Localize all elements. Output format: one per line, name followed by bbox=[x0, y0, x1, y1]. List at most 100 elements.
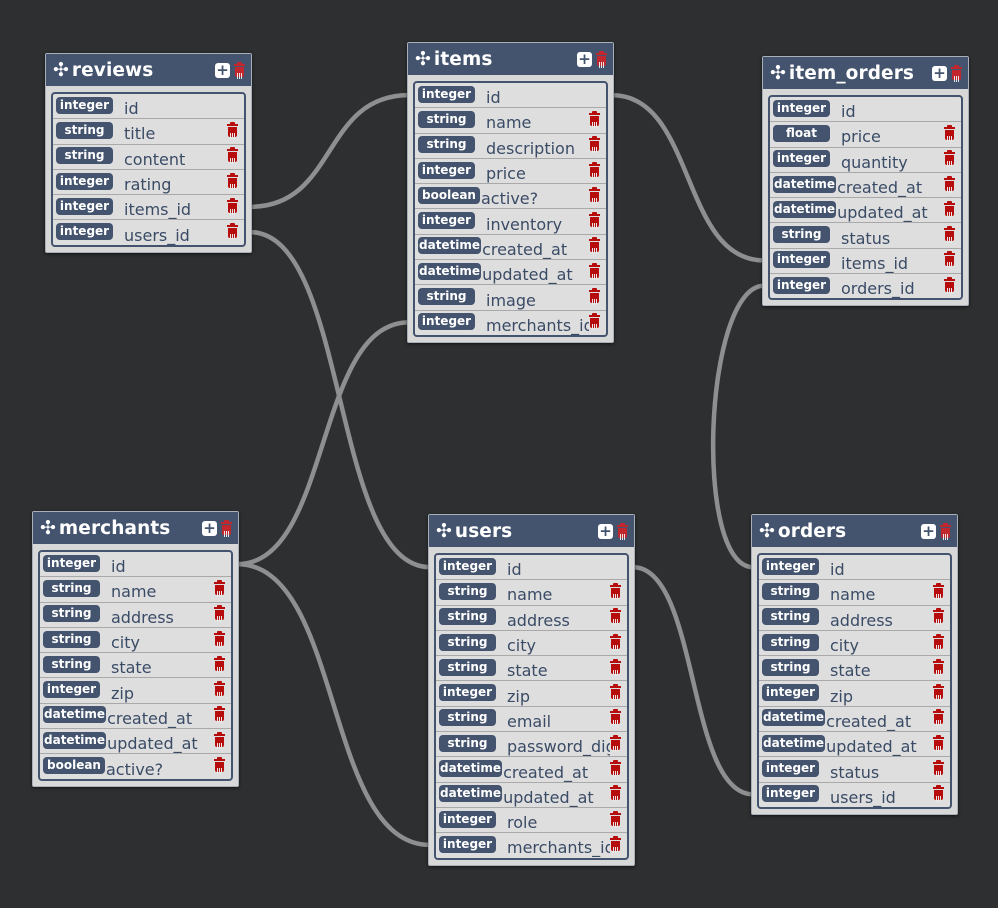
delete-field-icon[interactable] bbox=[214, 681, 225, 699]
delete-field-icon[interactable] bbox=[227, 172, 238, 190]
move-arrows-icon[interactable]: ✣ bbox=[759, 519, 775, 542]
delete-field-icon[interactable] bbox=[944, 124, 955, 142]
delete-field-icon[interactable] bbox=[214, 757, 225, 775]
delete-field-icon[interactable] bbox=[214, 630, 225, 648]
table-header[interactable]: ✣merchants+ bbox=[33, 512, 238, 544]
delete-field-icon[interactable] bbox=[610, 810, 621, 828]
move-arrows-icon[interactable]: ✣ bbox=[436, 519, 452, 542]
delete-field-icon[interactable] bbox=[214, 731, 225, 749]
delete-field-icon[interactable] bbox=[227, 197, 238, 215]
delete-field-icon[interactable] bbox=[610, 835, 621, 853]
delete-field-icon[interactable] bbox=[610, 785, 621, 803]
delete-field-icon[interactable] bbox=[610, 684, 621, 702]
move-arrows-icon[interactable]: ✣ bbox=[770, 61, 786, 84]
delete-field-icon[interactable] bbox=[214, 579, 225, 597]
delete-field-icon[interactable] bbox=[214, 706, 225, 724]
add-field-icon[interactable]: + bbox=[921, 521, 936, 540]
delete-table-icon[interactable] bbox=[596, 51, 607, 68]
delete-field-icon[interactable] bbox=[589, 161, 600, 179]
delete-field-icon[interactable] bbox=[933, 785, 944, 803]
add-field-icon[interactable]: + bbox=[598, 521, 613, 540]
delete-field-icon[interactable] bbox=[944, 276, 955, 294]
table-header[interactable]: ✣reviews+ bbox=[46, 54, 251, 86]
delete-field-icon[interactable] bbox=[610, 760, 621, 778]
add-field-icon[interactable]: + bbox=[932, 63, 947, 82]
delete-field-icon[interactable] bbox=[589, 262, 600, 280]
delete-field-icon[interactable] bbox=[933, 608, 944, 626]
delete-field-icon[interactable] bbox=[610, 582, 621, 600]
delete-table-icon[interactable] bbox=[951, 65, 962, 82]
delete-field-icon[interactable] bbox=[610, 734, 621, 752]
delete-field-icon[interactable] bbox=[933, 658, 944, 676]
delete-field-icon[interactable] bbox=[214, 655, 225, 673]
delete-field-icon[interactable] bbox=[227, 223, 238, 241]
table-header[interactable]: ✣users+ bbox=[429, 515, 634, 547]
delete-field-icon[interactable] bbox=[589, 212, 600, 230]
delete-field-icon[interactable] bbox=[589, 110, 600, 128]
delete-table-icon[interactable] bbox=[940, 523, 951, 540]
delete-field-icon[interactable] bbox=[610, 633, 621, 651]
delete-field-icon[interactable] bbox=[933, 709, 944, 727]
delete-field-icon[interactable] bbox=[589, 313, 600, 331]
delete-table-icon[interactable] bbox=[234, 62, 245, 79]
delete-field-icon[interactable] bbox=[933, 582, 944, 600]
delete-field-icon[interactable] bbox=[610, 709, 621, 727]
add-field-icon[interactable]: + bbox=[215, 60, 230, 79]
delete-field-icon[interactable] bbox=[933, 760, 944, 778]
table-header[interactable]: ✣items+ bbox=[408, 43, 613, 75]
delete-field-icon[interactable] bbox=[933, 684, 944, 702]
delete-field-icon[interactable] bbox=[944, 150, 955, 168]
delete-field-icon[interactable] bbox=[944, 251, 955, 269]
delete-field-icon[interactable] bbox=[944, 226, 955, 244]
delete-table-icon[interactable] bbox=[617, 523, 628, 540]
delete-field-icon[interactable] bbox=[227, 147, 238, 165]
delete-field-icon[interactable] bbox=[589, 136, 600, 154]
add-field-icon[interactable]: + bbox=[202, 518, 217, 537]
delete-field-icon[interactable] bbox=[214, 605, 225, 623]
delete-field-icon[interactable] bbox=[227, 121, 238, 139]
